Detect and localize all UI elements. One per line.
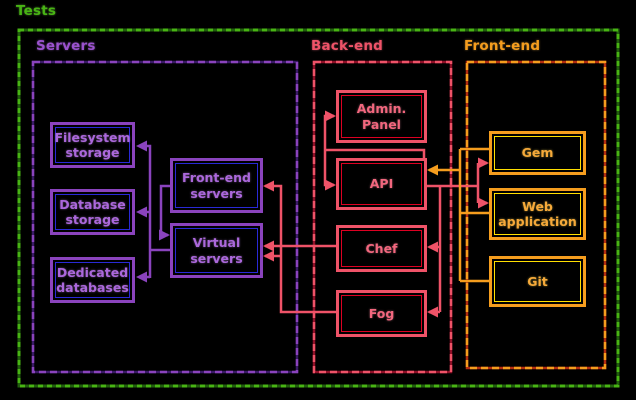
tests-label: Tests: [16, 3, 57, 19]
node-front-end-servers[interactable]: Front-end servers: [170, 158, 263, 213]
node-label: Chef: [365, 240, 398, 256]
node-admin-panel[interactable]: Admin. Panel: [336, 90, 427, 143]
node-label: Admin. Panel: [356, 101, 407, 132]
node-label: API: [369, 176, 394, 192]
node-fog[interactable]: Fog: [336, 290, 427, 337]
servers-border: [31, 60, 299, 374]
node-label: Web application: [498, 198, 577, 229]
node-web-application[interactable]: Web application: [489, 188, 586, 240]
crimson-connectors: [265, 114, 487, 314]
node-dedicated-databases[interactable]: Dedicated databases: [50, 257, 135, 303]
backend-border: [312, 60, 453, 374]
node-label: Virtual servers: [190, 235, 243, 266]
purple-arrowheads: [136, 140, 170, 283]
frontend-border: [465, 60, 607, 370]
node-virtual-servers[interactable]: Virtual servers: [170, 223, 263, 278]
node-database-storage[interactable]: Database storage: [50, 189, 135, 235]
node-chef[interactable]: Chef: [336, 225, 427, 272]
node-git[interactable]: Git: [489, 256, 586, 307]
node-label: Git: [527, 273, 548, 289]
orange-arrowheads: [427, 164, 438, 176]
crimson-arrowheads: [263, 110, 489, 318]
node-label: Front-end servers: [182, 170, 251, 201]
servers-label: Servers: [36, 38, 96, 54]
node-label: Gem: [521, 145, 554, 161]
node-api[interactable]: API: [336, 158, 427, 210]
node-label: Fog: [368, 305, 395, 321]
node-label: Database storage: [59, 196, 126, 227]
node-label: Dedicated databases: [56, 264, 129, 295]
backend-label: Back-end: [311, 38, 384, 54]
frontend-label: Front-end: [464, 38, 541, 54]
node-gem[interactable]: Gem: [489, 131, 586, 175]
node-filesystem-storage[interactable]: Filesystem storage: [50, 122, 135, 168]
tests-border: [17, 28, 620, 388]
node-label: Filesystem storage: [54, 129, 131, 160]
